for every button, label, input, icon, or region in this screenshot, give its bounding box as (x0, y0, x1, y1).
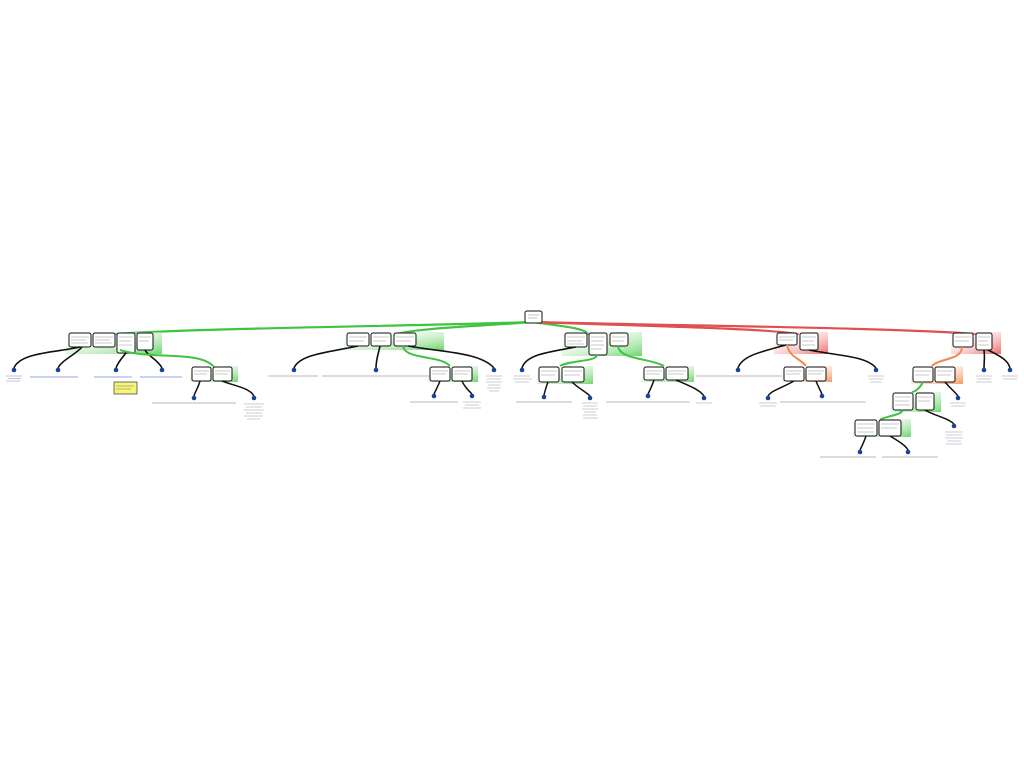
topic-node[interactable] (116, 332, 136, 354)
link-icon[interactable] (251, 395, 257, 401)
topic-node[interactable] (878, 419, 902, 437)
link-icon[interactable] (857, 449, 863, 455)
topic-node[interactable] (393, 332, 417, 347)
link-icon[interactable] (541, 394, 547, 400)
topic-node[interactable] (588, 332, 608, 356)
topic-node[interactable] (952, 332, 974, 348)
link-icon[interactable] (491, 367, 497, 373)
topic-node[interactable] (975, 332, 993, 351)
topic-node[interactable] (191, 366, 212, 382)
topic-node[interactable] (451, 366, 473, 382)
topic-node[interactable] (783, 366, 805, 382)
link-icon[interactable] (431, 393, 437, 399)
topic-node[interactable] (346, 332, 370, 347)
link-icon[interactable] (955, 395, 961, 401)
branch-group-2 (293, 332, 495, 395)
topic-node[interactable] (915, 392, 935, 411)
topic-node[interactable] (776, 332, 798, 346)
leaf-set-1 (6, 367, 264, 420)
topic-node[interactable] (429, 366, 451, 382)
link-icon[interactable] (905, 449, 911, 455)
topic-node[interactable] (212, 366, 233, 382)
link-icon[interactable] (519, 367, 525, 373)
link-icon[interactable] (191, 395, 197, 401)
leaf-set-4 (696, 367, 884, 407)
link-icon[interactable] (951, 423, 957, 429)
branch-group-3 (521, 332, 705, 397)
link-icon[interactable] (645, 393, 651, 399)
note-sticky[interactable] (113, 381, 138, 395)
topic-node[interactable] (136, 332, 154, 351)
branch-group-4 (737, 332, 877, 397)
topic-node[interactable] (68, 332, 92, 348)
link-icon[interactable] (735, 367, 741, 373)
link-icon[interactable] (819, 393, 825, 399)
leaf-set-5 (820, 367, 1018, 458)
topic-node[interactable] (92, 332, 116, 348)
branch-group-5 (853, 332, 1011, 451)
link-icon[interactable] (1007, 367, 1013, 373)
link-icon[interactable] (11, 367, 17, 373)
link-icon[interactable] (587, 395, 593, 401)
topic-node[interactable] (854, 419, 878, 437)
link-icon[interactable] (469, 393, 475, 399)
topic-node[interactable] (799, 332, 819, 351)
topic-node[interactable] (561, 366, 585, 383)
link-icon[interactable] (981, 367, 987, 373)
link-icon[interactable] (701, 395, 707, 401)
topic-node[interactable] (912, 366, 934, 383)
topic-node[interactable] (609, 332, 629, 347)
topic-node[interactable] (643, 366, 665, 381)
leaf-set-2 (268, 367, 502, 409)
topic-node[interactable] (934, 366, 956, 383)
branch-group-1 (13, 332, 255, 397)
link-icon[interactable] (159, 367, 165, 373)
topic-node[interactable] (665, 366, 689, 381)
root-connectors (114, 320, 977, 336)
topic-node[interactable] (805, 366, 827, 382)
link-icon[interactable] (113, 367, 119, 373)
link-icon[interactable] (55, 367, 61, 373)
link-icon[interactable] (765, 395, 771, 401)
link-icon[interactable] (873, 367, 879, 373)
leaf-set-3 (513, 367, 712, 419)
link-icon[interactable] (373, 367, 379, 373)
topic-node[interactable] (538, 366, 560, 383)
topic-node[interactable] (370, 332, 392, 347)
link-icon[interactable] (291, 367, 297, 373)
topic-node[interactable] (564, 332, 588, 348)
root-node[interactable] (524, 310, 543, 324)
topic-node[interactable] (892, 392, 914, 411)
